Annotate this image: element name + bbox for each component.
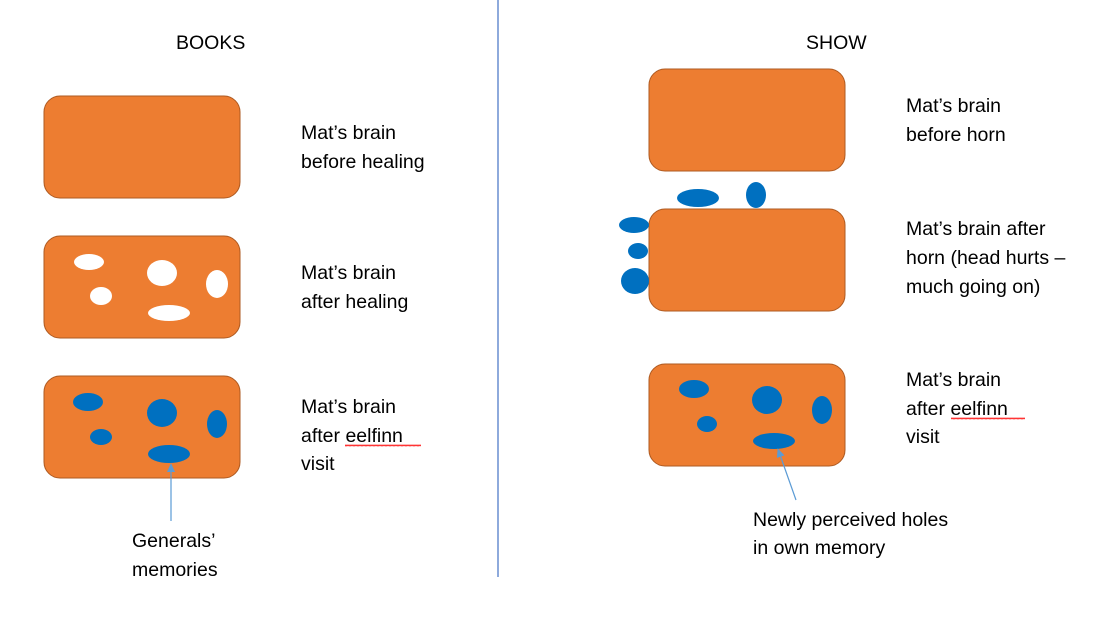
memory: [147, 399, 177, 427]
hole: [148, 305, 190, 321]
memory-outside: [628, 243, 648, 259]
label-after-eelfinn-books-line3: visit: [301, 453, 335, 475]
memory-outside: [746, 182, 766, 208]
label-after-healing-line1: Mat’s brain: [301, 262, 396, 284]
memory: [753, 433, 795, 449]
label-after-eelfinn-books-line1: Mat’s brain: [301, 396, 396, 418]
callout-books-line1: Generals’: [132, 530, 215, 552]
memory-outside: [677, 189, 719, 207]
label-after-eelfinn-books-line2: after eelfinn: [301, 425, 403, 447]
callout-show-line1: Newly perceived holes: [753, 509, 948, 531]
hole: [206, 270, 228, 298]
label-before-healing-line1: Mat’s brain: [301, 122, 396, 144]
label-after-eelfinn-show-line3: visit: [906, 426, 940, 448]
brain-before-healing: [43, 95, 241, 199]
memory-outside: [621, 268, 649, 294]
label-before-horn-line1: Mat’s brain: [906, 95, 1001, 117]
label-after-healing-line2: after healing: [301, 291, 408, 313]
spellcheck-underline: [951, 417, 1025, 420]
label-after-eelfinn-show-line2: after eelfinn: [906, 398, 1008, 420]
memory: [812, 396, 832, 424]
callout-books-line2: memories: [132, 559, 218, 581]
show-heading: SHOW: [806, 32, 867, 54]
books-heading: BOOKS: [176, 32, 245, 54]
label-before-horn-line2: before horn: [906, 124, 1006, 146]
memory: [679, 380, 709, 398]
spellcheck-underline: [345, 444, 421, 447]
label-after-horn-line3: much going on): [906, 276, 1040, 298]
hole: [90, 287, 112, 305]
label-before-healing-line2: before healing: [301, 151, 425, 173]
memory: [148, 445, 190, 463]
memory: [73, 393, 103, 411]
callout-show-line2: in own memory: [753, 537, 885, 559]
memory: [90, 429, 112, 445]
brain-after-horn: [648, 208, 846, 312]
label-after-eelfinn-show-line1: Mat’s brain: [906, 369, 1001, 391]
memory: [697, 416, 717, 432]
hole: [74, 254, 104, 270]
hole: [147, 260, 177, 286]
label-after-horn-line1: Mat’s brain after: [906, 218, 1046, 240]
brain-before-horn: [648, 68, 846, 172]
memory: [752, 386, 782, 414]
memory-outside: [619, 217, 649, 233]
label-after-horn-line2: horn (head hurts –: [906, 247, 1066, 269]
memory: [207, 410, 227, 438]
callout-arrow-show: [776, 448, 797, 501]
